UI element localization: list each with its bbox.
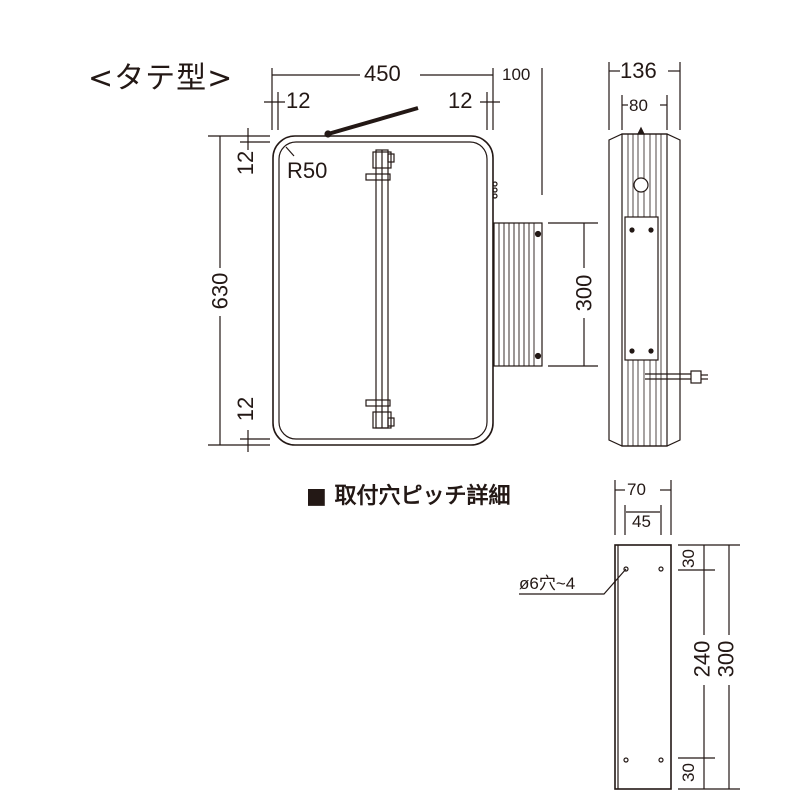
dim-margin-top: 12 <box>233 150 259 176</box>
dim-radius: R50 <box>287 158 328 183</box>
hole-spec-label: ø6穴~4 <box>519 574 576 593</box>
arm-bracket <box>493 222 543 367</box>
dim-top-offset-30: 30 <box>678 549 698 568</box>
dim-inner-80: 80 <box>629 96 648 115</box>
dim-hole-pitch-45: 45 <box>632 512 651 531</box>
diagram-title: <タテ型> <box>88 61 234 96</box>
dim-margin-left: 12 <box>286 88 311 113</box>
dim-depth-136: 136 <box>620 58 657 83</box>
sign-frame-inner <box>278 141 488 440</box>
detail-plate <box>614 544 672 790</box>
dim-margin-bottom: 12 <box>233 396 259 422</box>
dim-hole-pitch-240: 240 <box>689 640 715 678</box>
dim-bottom-offset-30: 30 <box>678 763 698 782</box>
dim-arm-projection: 100 <box>502 65 531 84</box>
dim-height-630: 630 <box>207 272 233 310</box>
side-mounting-plate <box>624 216 659 361</box>
dim-bracket-300: 300 <box>571 274 597 312</box>
dim-width-450: 450 <box>364 61 401 86</box>
dim-margin-right: 12 <box>448 88 473 113</box>
dim-total-300: 300 <box>713 640 739 678</box>
dim-plate-width-70: 70 <box>627 480 646 499</box>
sign-frame-outer <box>272 135 494 446</box>
detail-heading: ■ 取付穴ピッチ詳細 <box>306 484 511 509</box>
